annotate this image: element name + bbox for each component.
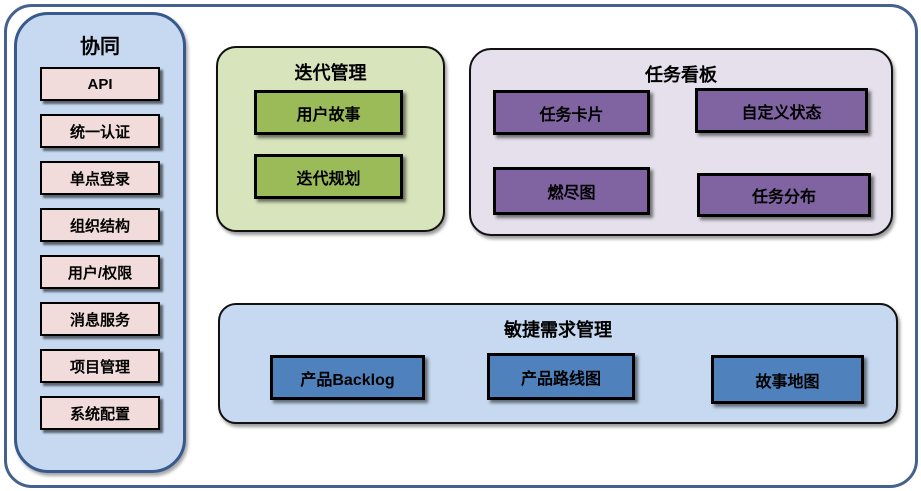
group-collaboration: 协同 API 统一认证 单点登录 组织结构 用户/权限 消息服务 项目管理 系统… (14, 12, 186, 473)
node-task-distribution: 任务分布 (697, 173, 871, 217)
node-project-management: 项目管理 (40, 349, 160, 383)
group-iteration-title: 迭代管理 (294, 63, 367, 83)
node-unified-auth: 统一认证 (40, 114, 160, 148)
group-iteration-management: 迭代管理 用户故事 迭代规划 (216, 46, 445, 232)
node-api: API (40, 67, 160, 101)
node-story-map: 故事地图 (711, 355, 864, 404)
node-product-roadmap: 产品路线图 (487, 353, 635, 400)
node-product-backlog: 产品Backlog (270, 355, 425, 400)
group-task-board: 任务看板 任务卡片 自定义状态 燃尽图 任务分布 (469, 48, 893, 236)
node-sso: 单点登录 (40, 161, 160, 195)
node-system-config: 系统配置 (40, 396, 160, 430)
node-user-story: 用户故事 (254, 90, 403, 135)
node-custom-status: 自定义状态 (695, 88, 868, 133)
node-org-structure: 组织结构 (40, 208, 160, 242)
group-agile-requirements: 敏捷需求管理 产品Backlog 产品路线图 故事地图 (218, 303, 898, 424)
group-agile-title: 敏捷需求管理 (504, 320, 612, 340)
node-message-service: 消息服务 (40, 302, 160, 336)
group-collaboration-title: 协同 (80, 36, 120, 58)
node-iteration-planning: 迭代规划 (254, 154, 403, 199)
node-task-card: 任务卡片 (493, 90, 650, 135)
node-burndown-chart: 燃尽图 (493, 167, 650, 215)
group-taskboard-title: 任务看板 (645, 65, 717, 85)
node-user-permissions: 用户/权限 (40, 255, 160, 289)
